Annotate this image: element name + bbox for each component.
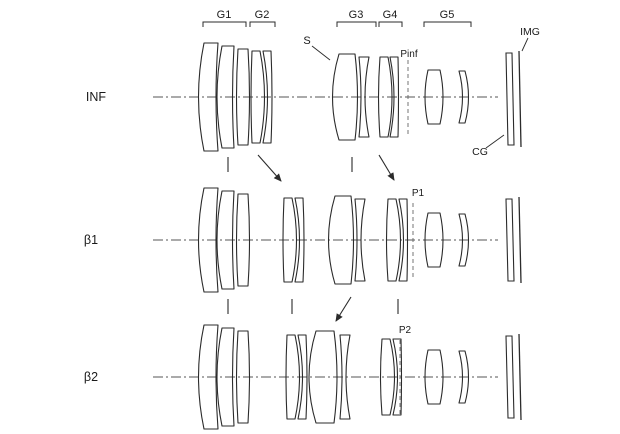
aperture-stop-label: S — [303, 35, 310, 47]
lens-element-g1-2 — [216, 45, 235, 149]
lens-element-g1-3 — [235, 330, 251, 424]
lens-element-g5-2 — [458, 350, 470, 404]
lens-element-g2-2 — [294, 197, 305, 283]
movement-marks-row2-row3 — [227, 296, 399, 322]
lens-element-g4-2 — [398, 198, 409, 282]
group-bracket-g2 — [249, 21, 276, 27]
row-beta2: β2 P2 — [84, 324, 522, 430]
lens-element-g2-2 — [297, 334, 308, 420]
group-label-g2: G2 — [255, 9, 270, 21]
group-movement-arrow-g4 — [378, 154, 395, 181]
cover-glass-plate — [505, 52, 515, 146]
lens-element-g1-3 — [235, 48, 251, 146]
cg-label: CG — [472, 146, 488, 158]
cover-glass-plate — [505, 198, 515, 282]
lens-element-g1-2 — [216, 327, 235, 427]
cover-glass-plate — [505, 335, 515, 419]
row-inf: INF S Pinf IMG CG — [86, 26, 540, 158]
group-bracket-g1 — [202, 21, 247, 27]
lens-element-g3-2 — [354, 198, 366, 282]
p2-label: P2 — [399, 325, 412, 336]
pinf-label: Pinf — [400, 49, 417, 60]
group-label-g5: G5 — [440, 9, 455, 21]
lens-element-g3-2 — [358, 56, 370, 138]
lens-element-g4-1 — [379, 338, 395, 416]
lens-element-g4-1 — [385, 198, 402, 282]
aperture-stop-leader-line — [311, 45, 331, 61]
group-bracket-g4 — [378, 21, 403, 27]
lens-element-g2-2 — [262, 50, 273, 144]
row-label-beta2: β2 — [84, 370, 98, 384]
lens-element-g1-1 — [197, 42, 219, 152]
group-movement-arrow-g3 — [335, 296, 352, 322]
group-bracket-g5 — [423, 21, 472, 27]
lens-element-g1-1 — [197, 324, 219, 430]
lens-element-g3-1 — [331, 53, 359, 141]
lens-element-g5-2 — [458, 213, 470, 267]
group-brackets: G1 G2 G3 G4 G5 — [202, 9, 472, 27]
image-plane-line — [518, 50, 522, 148]
lens-element-g2-1 — [282, 197, 298, 283]
lens-element-g2-1 — [285, 334, 301, 420]
lens-element-g4-2 — [389, 56, 400, 138]
row-label-beta1: β1 — [84, 233, 98, 247]
group-movement-arrow-g2 — [257, 154, 282, 182]
lens-element-g1-1 — [197, 187, 219, 293]
lens-element-g5-1 — [424, 212, 444, 268]
group-label-g4: G4 — [383, 9, 398, 21]
lens-element-g3-2 — [339, 334, 351, 420]
img-leader-line — [521, 37, 529, 52]
lens-element-g1-3 — [235, 193, 251, 287]
lens-element-g4-1 — [377, 56, 393, 138]
lens-element-g5-1 — [424, 349, 444, 405]
cg-leader-line — [485, 134, 505, 149]
lens-element-g5-1 — [424, 69, 444, 125]
image-plane-line — [518, 196, 522, 284]
group-label-g1: G1 — [217, 9, 232, 21]
group-label-g3: G3 — [349, 9, 364, 21]
lens-element-g4-2 — [392, 338, 403, 416]
lens-element-g3-1 — [327, 195, 355, 285]
group-bracket-g3 — [336, 21, 377, 27]
lens-element-g5-2 — [458, 70, 470, 124]
lens-element-g3-1 — [308, 330, 338, 424]
row-beta1: β1 P1 — [84, 187, 522, 293]
row-label-inf: INF — [86, 90, 107, 104]
lens-element-g2-1 — [250, 50, 266, 144]
lens-element-g1-2 — [216, 190, 235, 290]
movement-marks-row1-row2 — [227, 154, 395, 182]
image-plane-line — [518, 333, 522, 421]
img-label: IMG — [520, 26, 540, 38]
p1-label: P1 — [412, 188, 425, 199]
